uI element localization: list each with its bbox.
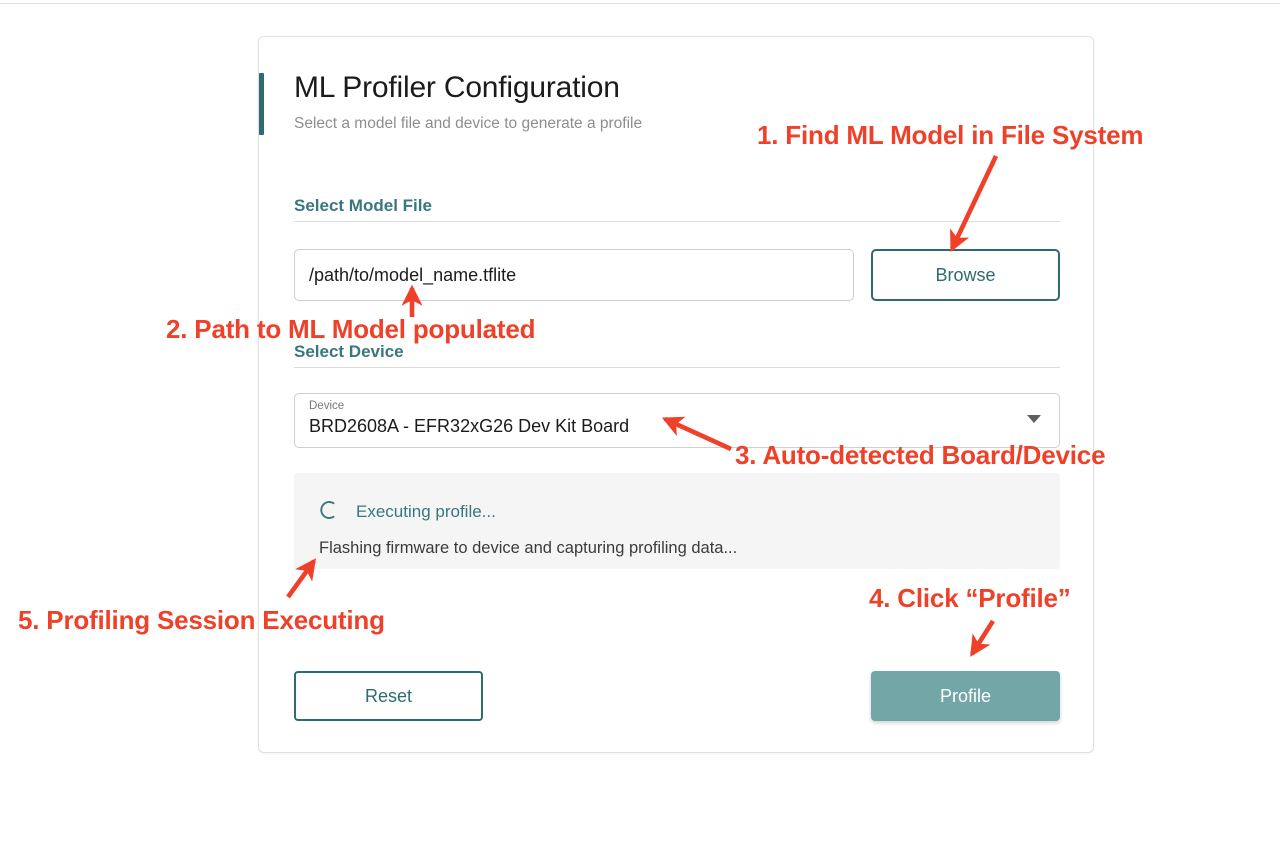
select-model-file-divider xyxy=(294,221,1060,222)
select-model-file-label: Select Model File xyxy=(294,196,432,215)
page-title: ML Profiler Configuration xyxy=(294,71,620,104)
status-detail: Flashing firmware to device and capturin… xyxy=(319,539,738,557)
annotation-3-text: 3. Auto-detected Board/Device xyxy=(735,440,1106,470)
page-top-divider xyxy=(0,3,1280,4)
annotation-2-text: 2. Path to ML Model populated xyxy=(166,314,536,344)
model-path-input[interactable] xyxy=(294,249,854,301)
page-subtitle: Select a model file and device to genera… xyxy=(294,115,643,132)
status-panel: Executing profile... Flashing firmware t… xyxy=(294,473,1060,569)
select-device-label: Select Device xyxy=(294,342,404,361)
annotation-1-text: 1. Find ML Model in File System xyxy=(757,120,1144,150)
browse-button[interactable]: Browse xyxy=(871,249,1060,301)
spinner-arc-icon xyxy=(320,501,335,519)
device-select-field-label: Device xyxy=(309,400,345,412)
header-accent-bar xyxy=(259,73,264,135)
annotation-5-text: 5. Profiling Session Executing xyxy=(18,605,385,635)
device-select-value: BRD2608A - EFR32xG26 Dev Kit Board xyxy=(309,416,630,436)
profile-button[interactable]: Profile xyxy=(871,671,1060,721)
annotation-4-text: 4. Click “Profile” xyxy=(869,583,1071,613)
reset-button[interactable]: Reset xyxy=(294,671,483,721)
status-title: Executing profile... xyxy=(356,502,496,521)
chevron-down-icon[interactable] xyxy=(1027,415,1041,423)
select-device-divider xyxy=(294,367,1060,368)
